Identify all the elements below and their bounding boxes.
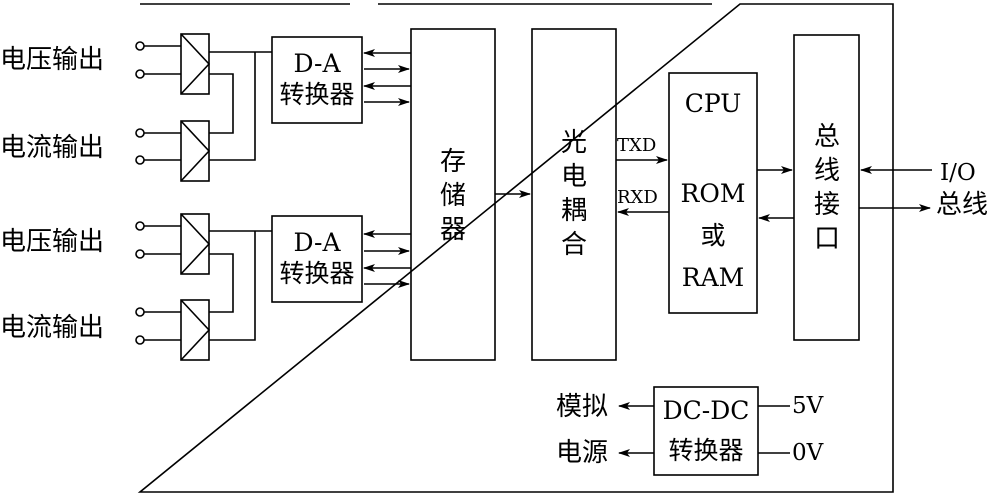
module-border xyxy=(137,3,894,493)
da-bottom-label-2: 转换器 xyxy=(279,259,355,288)
power-label: 电源 xyxy=(556,438,609,468)
da-converter-top xyxy=(271,36,363,124)
cpu-block xyxy=(668,72,758,314)
output-label-voltage-2: 电压输出 xyxy=(0,227,105,257)
or-label: 或 xyxy=(700,221,726,250)
rxd-label: RXD xyxy=(617,187,658,208)
bus-interface-block xyxy=(793,34,860,341)
output-label-voltage-1: 电压输出 xyxy=(0,45,105,75)
analog-label: 模拟 xyxy=(556,392,609,422)
io-label: I/O xyxy=(940,160,976,186)
da-top-label-2: 转换器 xyxy=(279,80,355,109)
ram-label: RAM xyxy=(681,263,745,292)
dcdc-label-2: 转换器 xyxy=(668,436,744,465)
dcdc-label-1: DC-DC xyxy=(662,396,750,425)
memory-label: 存储器 xyxy=(439,147,466,245)
amplifier-3 xyxy=(180,213,211,275)
txd-label: TXD xyxy=(617,135,657,156)
cpu-label: CPU xyxy=(684,89,742,118)
0v-label: 0V xyxy=(792,440,824,466)
output-terminals xyxy=(135,41,145,345)
bus-label: 总线 xyxy=(936,190,989,220)
output-label-current-1: 电流输出 xyxy=(0,133,105,163)
bus-interface-label: 总线接口 xyxy=(813,122,840,254)
output-label-current-2: 电流输出 xyxy=(0,313,105,343)
amplifier-4 xyxy=(180,299,211,361)
da-top-label-1: D-A xyxy=(293,49,341,78)
5v-label: 5V xyxy=(792,393,824,419)
dcdc-block xyxy=(653,386,759,476)
amplifier-2 xyxy=(180,120,211,182)
da-converter-bottom xyxy=(271,215,363,303)
da-bottom-label-1: D-A xyxy=(293,228,341,257)
amplifier-1 xyxy=(180,33,211,95)
rom-label: ROM xyxy=(680,179,746,208)
optocoupler-block xyxy=(531,28,617,361)
optocoupler-label: 光电耦合 xyxy=(560,128,587,260)
